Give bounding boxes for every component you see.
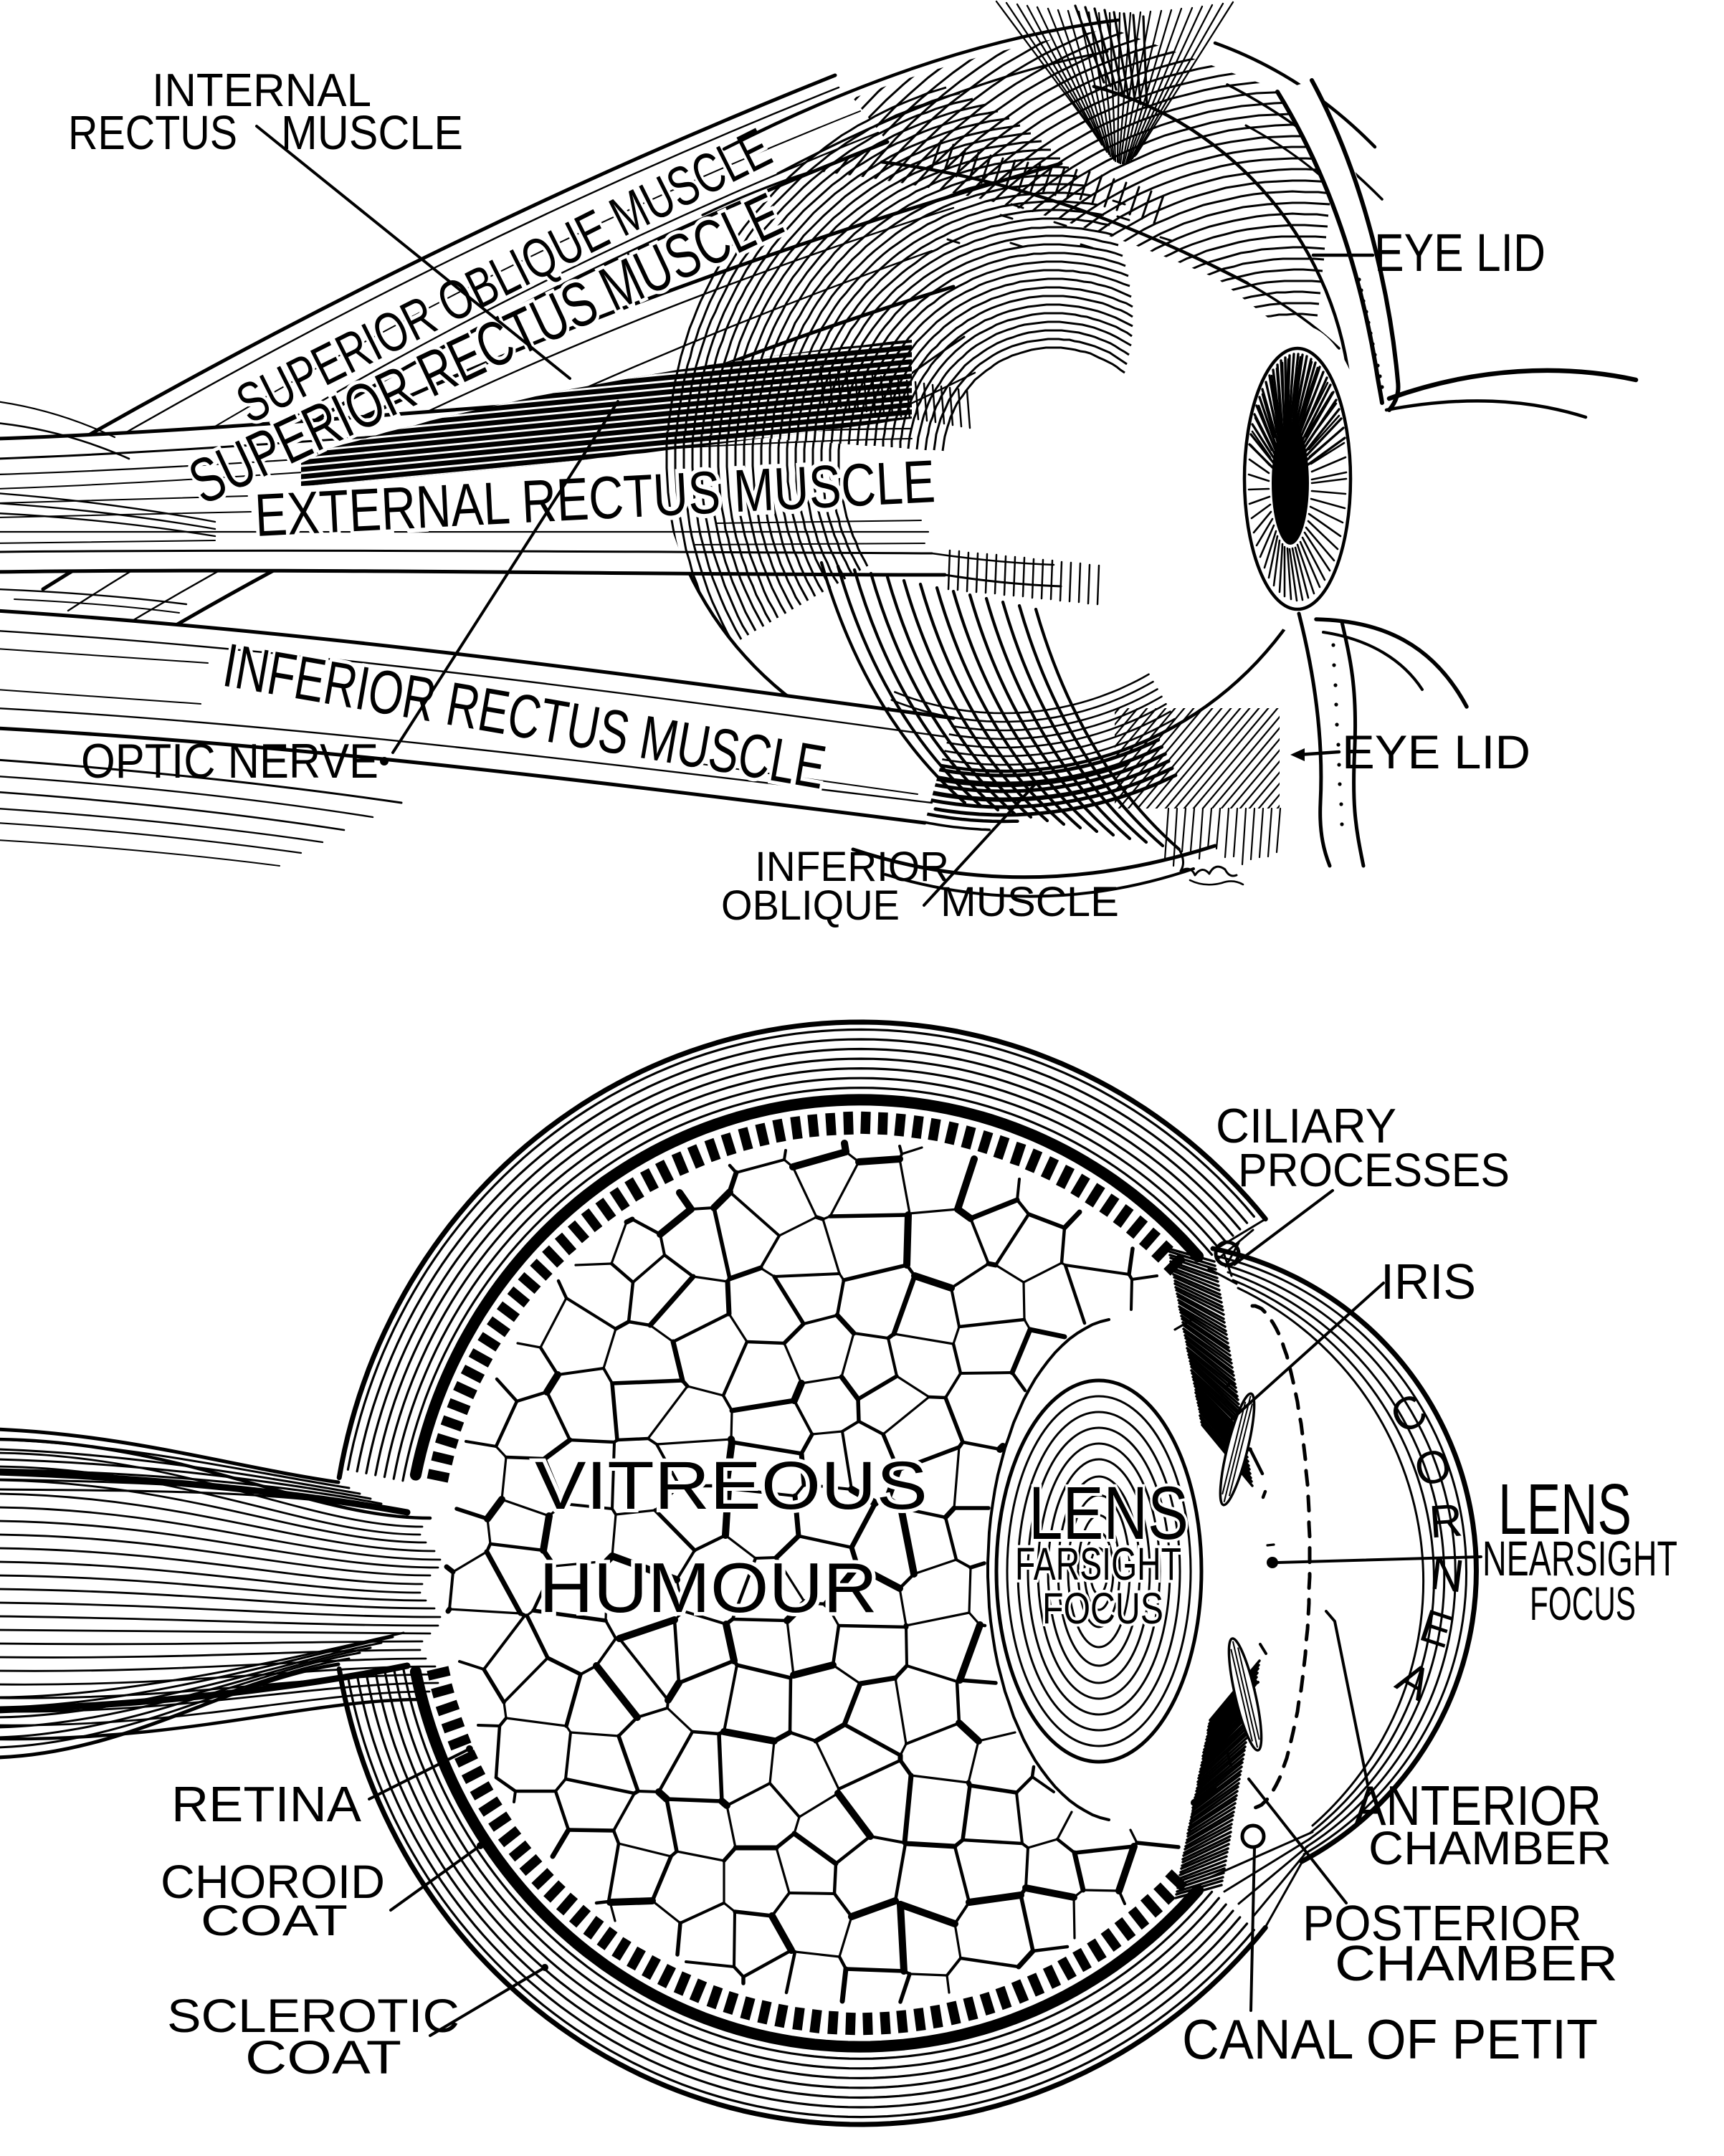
svg-text:N: N <box>1428 1547 1467 1602</box>
svg-text:INFERIOR: INFERIOR <box>755 844 949 890</box>
svg-text:LENS: LENS <box>1029 1471 1189 1555</box>
svg-text:FOCUS: FOCUS <box>1530 1577 1636 1630</box>
svg-text:IRIS: IRIS <box>1381 1254 1476 1310</box>
svg-text:VITREOUS: VITREOUS <box>535 1448 928 1524</box>
svg-text:RETINA: RETINA <box>171 1776 361 1832</box>
svg-text:HUMOUR: HUMOUR <box>539 1548 877 1627</box>
svg-text:VITREOUS: VITREOUS <box>535 1448 928 1524</box>
svg-text:COAT: COAT <box>245 2031 401 2084</box>
svg-text:CHAMBER: CHAMBER <box>1368 1821 1611 1874</box>
svg-text:CANAL OF PETIT: CANAL OF PETIT <box>1182 2008 1598 2071</box>
svg-text:COAT: COAT <box>201 1897 348 1945</box>
svg-text:SCLEROTIC: SCLEROTIC <box>167 1989 459 2042</box>
svg-text:MUSCLE: MUSCLE <box>281 106 463 160</box>
svg-text:LENS: LENS <box>1029 1471 1189 1555</box>
svg-text:EYE LID: EYE LID <box>1342 725 1530 778</box>
svg-text:EYE LID: EYE LID <box>1374 223 1546 282</box>
svg-text:CHOROID: CHOROID <box>161 1855 385 1908</box>
svg-text:LENS: LENS <box>1498 1469 1632 1550</box>
svg-text:OBLIQUE: OBLIQUE <box>721 882 900 929</box>
svg-text:HUMOUR: HUMOUR <box>539 1548 877 1627</box>
svg-text:PROCESSES: PROCESSES <box>1238 1143 1510 1196</box>
svg-text:INTERNAL: INTERNAL <box>152 64 371 116</box>
svg-text:FARSIGHT: FARSIGHT <box>1015 1538 1181 1590</box>
svg-text:FOCUS: FOCUS <box>1042 1584 1163 1633</box>
svg-text:RECTUS: RECTUS <box>68 106 237 160</box>
svg-text:CILIARY: CILIARY <box>1216 1099 1396 1153</box>
svg-text:POSTERIOR: POSTERIOR <box>1302 1895 1582 1951</box>
svg-text:FARSIGHT: FARSIGHT <box>1015 1538 1181 1590</box>
svg-text:MUSCLE: MUSCLE <box>940 879 1119 925</box>
svg-text:R: R <box>1427 1494 1464 1547</box>
svg-text:OPTIC NERVE: OPTIC NERVE <box>81 734 378 788</box>
svg-text:NEARSIGHT: NEARSIGHT <box>1482 1531 1677 1586</box>
svg-text:CHAMBER: CHAMBER <box>1335 1935 1618 1991</box>
svg-text:FOCUS: FOCUS <box>1042 1584 1163 1633</box>
svg-text:ANTERIOR: ANTERIOR <box>1354 1774 1601 1837</box>
